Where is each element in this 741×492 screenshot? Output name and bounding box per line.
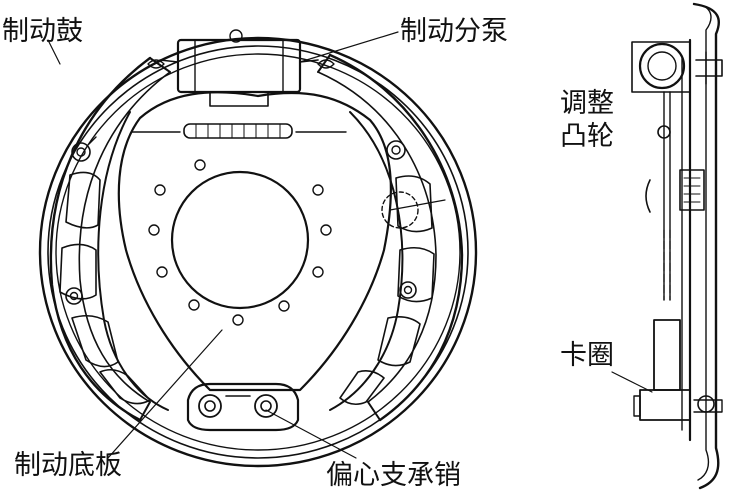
front-view bbox=[38, 29, 478, 468]
side-view bbox=[611, 2, 723, 490]
brake-backing-plate bbox=[117, 91, 392, 392]
right-brake-shoe bbox=[317, 53, 464, 422]
label-adjust-cam-line1: 调整 bbox=[560, 88, 614, 119]
label-brake-backing-plate: 制动底板 bbox=[14, 450, 122, 481]
label-retaining-ring: 卡圈 bbox=[560, 340, 614, 371]
label-wheel-cylinder: 制动分泵 bbox=[400, 16, 508, 47]
label-brake-drum: 制动鼓 bbox=[2, 16, 83, 47]
return-spring bbox=[131, 123, 347, 139]
bolt-holes bbox=[148, 159, 332, 326]
brake-drum bbox=[38, 36, 478, 468]
eccentric-anchor-pins bbox=[186, 382, 300, 432]
label-adjust-cam-line2: 凸轮 bbox=[560, 121, 614, 152]
leader-lines bbox=[47, 31, 399, 459]
left-brake-shoe bbox=[49, 56, 171, 422]
label-eccentric-pin: 偏心支承销 bbox=[326, 460, 461, 491]
